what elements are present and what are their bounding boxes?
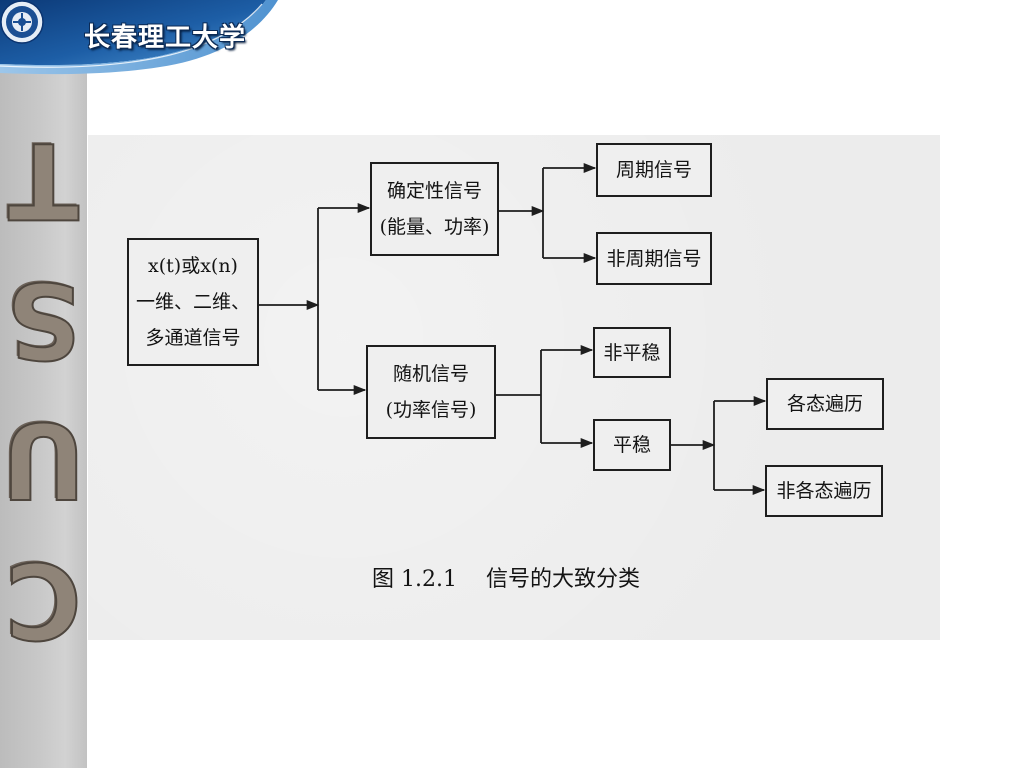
sidebar-bar: T S U C bbox=[0, 60, 87, 768]
figure-title: 信号的大致分类 bbox=[485, 567, 640, 592]
university-emblem-icon bbox=[0, 0, 44, 44]
sidebar-letter: U bbox=[0, 398, 86, 522]
node-random-signal: 随机信号 (功率信号) bbox=[366, 345, 496, 439]
node-label-line: 多通道信号 bbox=[145, 327, 241, 349]
sidebar-letter: T bbox=[7, 118, 80, 242]
figure-caption: 图 1.2.1 信号的大致分类 bbox=[372, 565, 640, 595]
node-label-line: 周期信号 bbox=[615, 159, 692, 181]
node-label-line: x(t)或x(n) bbox=[148, 255, 238, 277]
node-aperiodic-signal: 非周期信号 bbox=[596, 232, 712, 285]
node-label-line: 平稳 bbox=[612, 434, 651, 456]
node-label-line: 非周期信号 bbox=[606, 247, 702, 270]
node-label-line: 非平稳 bbox=[603, 341, 661, 364]
node-label-line: (能量、功率) bbox=[379, 216, 490, 238]
node-nonstationary: 非平稳 bbox=[593, 327, 671, 378]
sidebar-letter: S bbox=[5, 258, 82, 382]
node-label-line: 各态遍历 bbox=[786, 393, 863, 415]
sidebar-letter: C bbox=[4, 538, 82, 662]
node-label-line: 确定性信号 bbox=[386, 180, 482, 202]
node-label-line: 一维、二维、 bbox=[135, 291, 250, 313]
figure-number: 图 1.2.1 bbox=[372, 567, 457, 592]
node-periodic-signal: 周期信号 bbox=[596, 143, 712, 197]
node-label-line: (功率信号) bbox=[385, 399, 477, 421]
node-label-line: 随机信号 bbox=[392, 363, 469, 385]
signal-classification-figure: x(t)或x(n) 一维、二维、 多通道信号 确定性信号 (能量、功率) 随机信… bbox=[88, 135, 940, 640]
node-deterministic-signal: 确定性信号 (能量、功率) bbox=[370, 162, 499, 256]
banner-swoosh bbox=[0, 0, 278, 75]
school-name: 长春理工大学 bbox=[84, 23, 247, 53]
node-source-signal: x(t)或x(n) 一维、二维、 多通道信号 bbox=[127, 238, 259, 366]
node-label-line: 非各态遍历 bbox=[776, 480, 872, 502]
diagram-connectors bbox=[259, 162, 767, 496]
node-nonergodic: 非各态遍历 bbox=[765, 465, 883, 517]
node-stationary: 平稳 bbox=[593, 419, 671, 471]
header-banner: 长春理工大学 bbox=[0, 0, 280, 80]
node-ergodic: 各态遍历 bbox=[766, 378, 884, 430]
